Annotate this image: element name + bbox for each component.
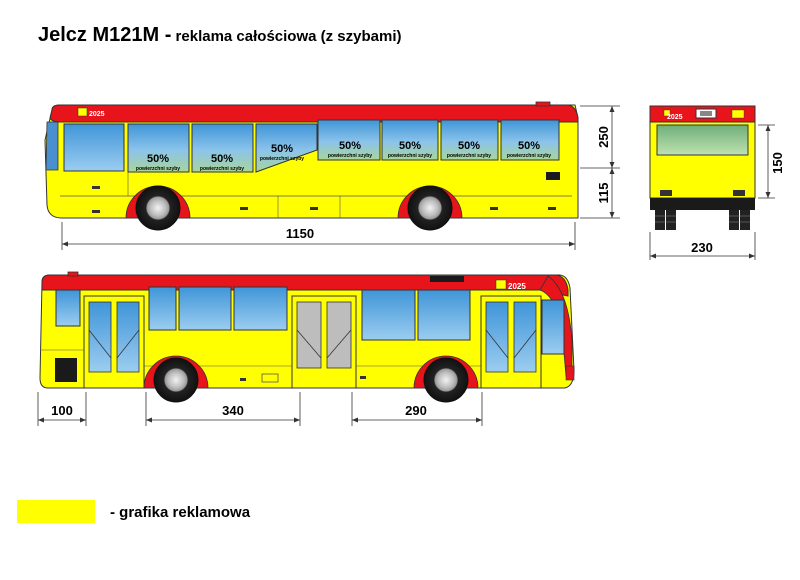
legend-swatch bbox=[17, 500, 95, 523]
window-percent: 50% bbox=[458, 140, 480, 152]
window bbox=[417, 289, 471, 341]
window-caption: powierzchni szyby bbox=[200, 166, 244, 172]
legend-label: - grafika reklamowa bbox=[110, 504, 251, 521]
window-percent: 50% bbox=[271, 143, 293, 155]
city-logo: 2025 bbox=[77, 107, 105, 118]
wheel bbox=[153, 357, 199, 403]
wheel bbox=[423, 357, 469, 403]
bus-rear-view: 2025 bbox=[649, 105, 756, 230]
door-front bbox=[480, 295, 542, 389]
dimension-arrows-bottom bbox=[38, 417, 482, 423]
rear-window bbox=[656, 124, 749, 156]
cab-window bbox=[63, 123, 125, 172]
window bbox=[191, 123, 254, 173]
rear-window bbox=[45, 121, 59, 171]
dimension-arrows-top bbox=[62, 106, 615, 247]
window bbox=[440, 119, 499, 161]
window-percent: 50% bbox=[399, 140, 421, 152]
roof-band bbox=[49, 104, 579, 123]
window bbox=[127, 123, 190, 173]
dim-rear-height: 150 bbox=[770, 152, 785, 174]
rear-wheels bbox=[655, 210, 750, 230]
dimension-arrows-rear bbox=[650, 125, 771, 259]
dim-height-lower: 115 bbox=[596, 183, 611, 204]
window-caption: powierzchni szyby bbox=[507, 153, 551, 159]
window bbox=[55, 289, 81, 327]
window-percent: 50% bbox=[211, 153, 233, 165]
rear-logo-year: 2025 bbox=[667, 114, 683, 121]
city-logo: 2025 bbox=[495, 279, 526, 291]
destination-display bbox=[430, 276, 464, 282]
bus-side-view-right: 50% powierzchni szyby 50% powierzchni sz… bbox=[44, 101, 579, 231]
engine-grille bbox=[55, 358, 77, 382]
roof-vent bbox=[535, 101, 551, 107]
dim-door-span-1: 340 bbox=[222, 403, 244, 418]
window-caption: powierzchni szyby bbox=[328, 153, 372, 159]
window-percent: 50% bbox=[339, 140, 361, 152]
logo-year: 2025 bbox=[508, 282, 526, 291]
window-caption: powierzchni szyby bbox=[388, 153, 432, 159]
dim-front-overhang: 100 bbox=[51, 403, 73, 418]
window bbox=[381, 119, 439, 161]
window-labels: 50% powierzchni szyby 50% powierzchni sz… bbox=[136, 140, 551, 172]
window-caption: powierzchni szyby bbox=[136, 166, 180, 172]
window bbox=[148, 286, 177, 331]
window-percent: 50% bbox=[147, 153, 169, 165]
window bbox=[233, 286, 288, 331]
window-percent: 50% bbox=[518, 140, 540, 152]
wheel bbox=[407, 185, 453, 231]
dim-door-span-2: 290 bbox=[405, 403, 427, 418]
rear-logo bbox=[731, 109, 745, 119]
window-caption: powierzchni szyby bbox=[260, 156, 304, 162]
bus-side-view-left: 2025 bbox=[39, 271, 575, 403]
door-middle bbox=[291, 295, 357, 389]
window-caption: powierzchni szyby bbox=[447, 153, 491, 159]
windshield bbox=[541, 299, 565, 355]
dim-length: 1150 bbox=[286, 226, 314, 241]
window bbox=[317, 119, 381, 161]
headlight bbox=[546, 172, 560, 180]
rear-bumper bbox=[650, 198, 755, 210]
window bbox=[500, 119, 560, 161]
door-rear bbox=[83, 295, 145, 389]
window bbox=[361, 289, 416, 341]
window bbox=[178, 286, 232, 331]
dim-height-total: 250 bbox=[596, 126, 611, 148]
dim-rear-width: 230 bbox=[691, 240, 713, 255]
title-description: reklama całościowa (z szybami) bbox=[171, 28, 402, 45]
window bbox=[255, 123, 318, 173]
wheel bbox=[135, 185, 181, 231]
page-title: Jelcz M121M - reklama całościowa (z szyb… bbox=[38, 24, 402, 47]
logo-year: 2025 bbox=[89, 111, 105, 118]
dimension-lines-rear bbox=[649, 124, 775, 260]
dimension-lines-bottom bbox=[37, 392, 483, 426]
title-model: Jelcz M121M - bbox=[38, 24, 172, 46]
